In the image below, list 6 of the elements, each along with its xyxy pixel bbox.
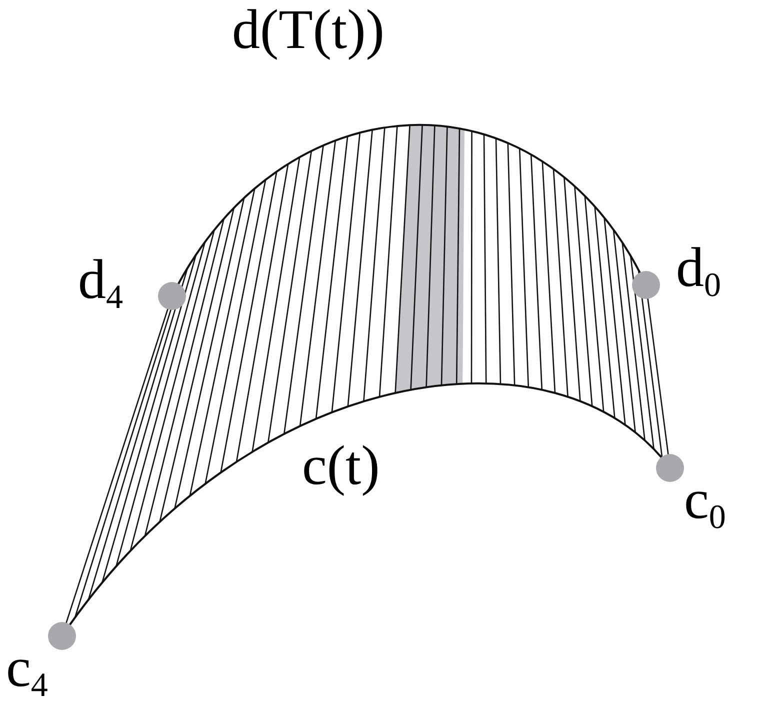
math-label: d$_{0}$ xyxy=(676,240,721,296)
math-label: c$_{0}$ xyxy=(684,472,726,528)
math-label: c$_{4}$ xyxy=(6,640,48,696)
math-label: d(T(t)) xyxy=(232,2,384,58)
math-label: d$_{4}$ xyxy=(78,252,123,308)
math-label: c(t) xyxy=(302,438,380,494)
